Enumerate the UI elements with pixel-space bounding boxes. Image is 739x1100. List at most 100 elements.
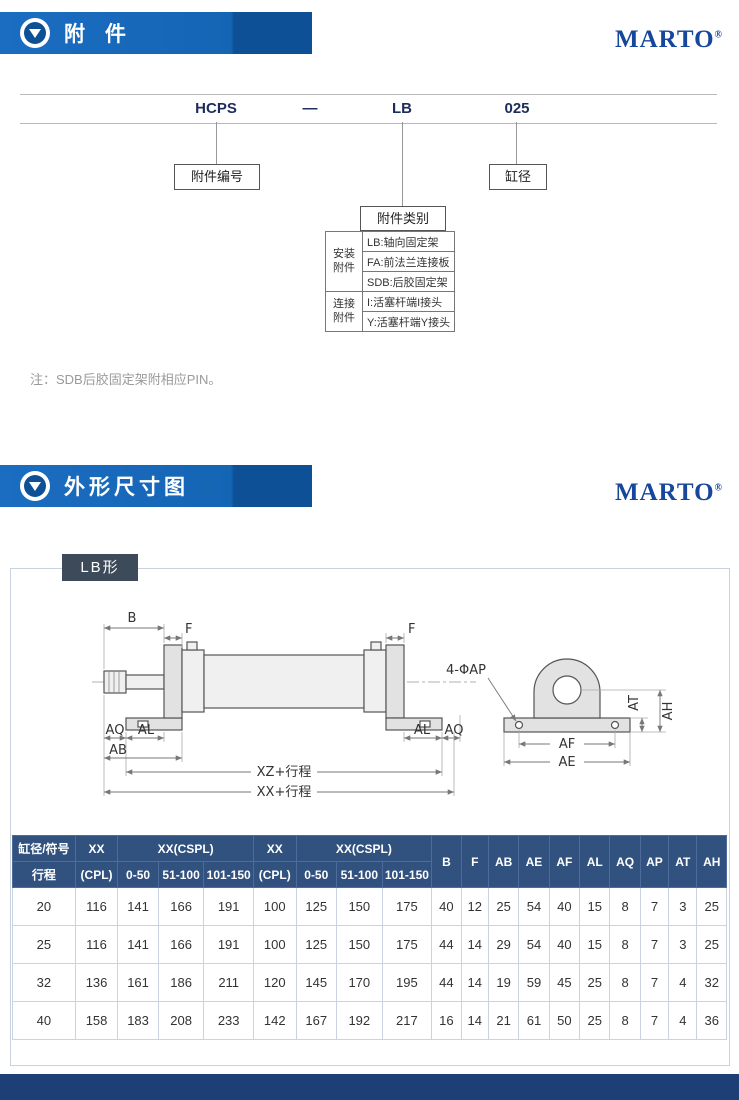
- model-type: LB: [392, 100, 412, 117]
- callout-type-label: 附件类别: [360, 206, 446, 231]
- value-cell: 4: [668, 963, 698, 1002]
- header-cell: XX: [74, 835, 119, 862]
- accessory-item: LB:轴向固定架: [361, 231, 456, 252]
- value-cell: 44: [431, 925, 462, 964]
- value-cell: 7: [639, 963, 670, 1002]
- drawing-svg: B F F AQ AL AB: [92, 611, 676, 800]
- value-cell: 120: [253, 963, 297, 1002]
- value-cell: 150: [336, 925, 383, 964]
- value-cell: 32: [696, 963, 727, 1002]
- header-cell: 101-150: [203, 861, 254, 888]
- value-cell: 141: [117, 925, 159, 964]
- value-cell: 15: [579, 887, 611, 926]
- value-cell: 61: [518, 1001, 550, 1040]
- right-foot-slot: [419, 720, 431, 728]
- value-cell: 136: [74, 963, 119, 1002]
- accessory-item: Y:活塞杆端Y接头: [361, 311, 456, 332]
- value-cell: 19: [487, 963, 520, 1002]
- value-cell: 3: [668, 887, 698, 926]
- value-cell: 8: [609, 963, 641, 1002]
- right-bracket-plate: [385, 644, 405, 719]
- value-cell: 186: [157, 963, 205, 1002]
- value-cell: 50: [548, 1001, 581, 1040]
- header-cell: B: [431, 835, 462, 888]
- header-cell: 101-150: [381, 861, 433, 888]
- group-name-mounting: 安装附件: [325, 231, 363, 292]
- dim-label-ah: AH: [661, 702, 676, 721]
- connector-line-bore: [516, 122, 517, 165]
- value-cell: 7: [639, 887, 670, 926]
- bracket-pivot-hole: [552, 675, 582, 705]
- footer-bar: [0, 1074, 739, 1100]
- brand-logo: MARTO®: [615, 479, 723, 507]
- header-cell: 0-50: [295, 861, 338, 888]
- brand-logo: MARTO®: [615, 26, 723, 54]
- section-bullet-icon: [20, 18, 50, 48]
- callout-bore-label: 缸径: [489, 164, 547, 190]
- dim-label-ab: AB: [109, 743, 127, 758]
- model-series: HCPS: [195, 100, 237, 117]
- value-cell: 175: [381, 925, 433, 964]
- header-cell: AE: [518, 835, 550, 888]
- dimension-table: 缸径/符号 XX XX(CSPL) XX XX(CSPL) B F AB AE …: [12, 835, 727, 1040]
- table-row: 安装附件 LB:轴向固定架: [325, 231, 456, 292]
- section-header-accessories: 附 件: [0, 12, 312, 54]
- value-cell: 191: [203, 887, 254, 926]
- value-cell: 40: [548, 887, 581, 926]
- value-cell: 116: [74, 887, 119, 926]
- value-cell: 25: [579, 1001, 611, 1040]
- header-cell: 缸径/符号: [12, 835, 76, 862]
- section-title-dimensions: 外形尺寸图: [64, 476, 189, 499]
- value-cell: 141: [117, 887, 159, 926]
- table-row: FA:前法兰连接板: [326, 251, 456, 272]
- bore-cell: 40: [12, 1001, 76, 1040]
- value-cell: 12: [460, 887, 489, 926]
- section-title-accessories: 附 件: [64, 23, 133, 46]
- value-cell: 167: [295, 1001, 338, 1040]
- value-cell: 183: [117, 1001, 159, 1040]
- value-cell: 192: [336, 1001, 383, 1040]
- value-cell: 45: [548, 963, 581, 1002]
- accessory-category-table: 安装附件 LB:轴向固定架 FA:前法兰连接板 SDB:后胶固定架 连接附件 I…: [325, 231, 456, 332]
- header-cell: F: [460, 835, 489, 888]
- bore-cell: 32: [12, 963, 76, 1002]
- front-port: [186, 641, 198, 651]
- value-cell: 44: [431, 963, 462, 1002]
- value-cell: 166: [157, 925, 205, 964]
- dim-label-aq-left: AQ: [106, 723, 125, 738]
- value-cell: 150: [336, 887, 383, 926]
- group-name-connecting: 连接附件: [325, 291, 363, 332]
- cylinder-tube: [203, 654, 365, 709]
- value-cell: 100: [253, 887, 297, 926]
- table-header-row-1: 缸径/符号 XX XX(CSPL) XX XX(CSPL) B F AB AE …: [12, 835, 727, 888]
- connector-line-type: [402, 122, 403, 206]
- value-cell: 125: [295, 887, 338, 926]
- value-cell: 191: [203, 925, 254, 964]
- value-cell: 7: [639, 925, 670, 964]
- dim-label-f-left: F: [185, 622, 192, 637]
- table-row: 连接附件 I:活塞杆端I接头: [325, 291, 456, 332]
- front-cap: [181, 649, 205, 713]
- dim-label-af: AF: [559, 737, 575, 752]
- value-cell: 15: [579, 925, 611, 964]
- value-cell: 14: [460, 963, 489, 1002]
- value-cell: 116: [74, 925, 119, 964]
- value-cell: 21: [487, 1001, 520, 1040]
- value-cell: 25: [696, 925, 727, 964]
- value-cell: 100: [253, 925, 297, 964]
- value-cell: 8: [609, 1001, 641, 1040]
- header-cell: 行程: [12, 861, 76, 888]
- value-cell: 40: [548, 925, 581, 964]
- left-foot-slot: [137, 720, 149, 728]
- header-cell: (CPL): [74, 861, 119, 888]
- technical-drawing: B F F AQ AL AB: [14, 600, 724, 828]
- value-cell: 208: [157, 1001, 205, 1040]
- dim-label-f-right: F: [408, 622, 415, 637]
- value-cell: 54: [518, 887, 550, 926]
- value-cell: 4: [668, 1001, 698, 1040]
- table-row: SDB:后胶固定架: [326, 271, 456, 292]
